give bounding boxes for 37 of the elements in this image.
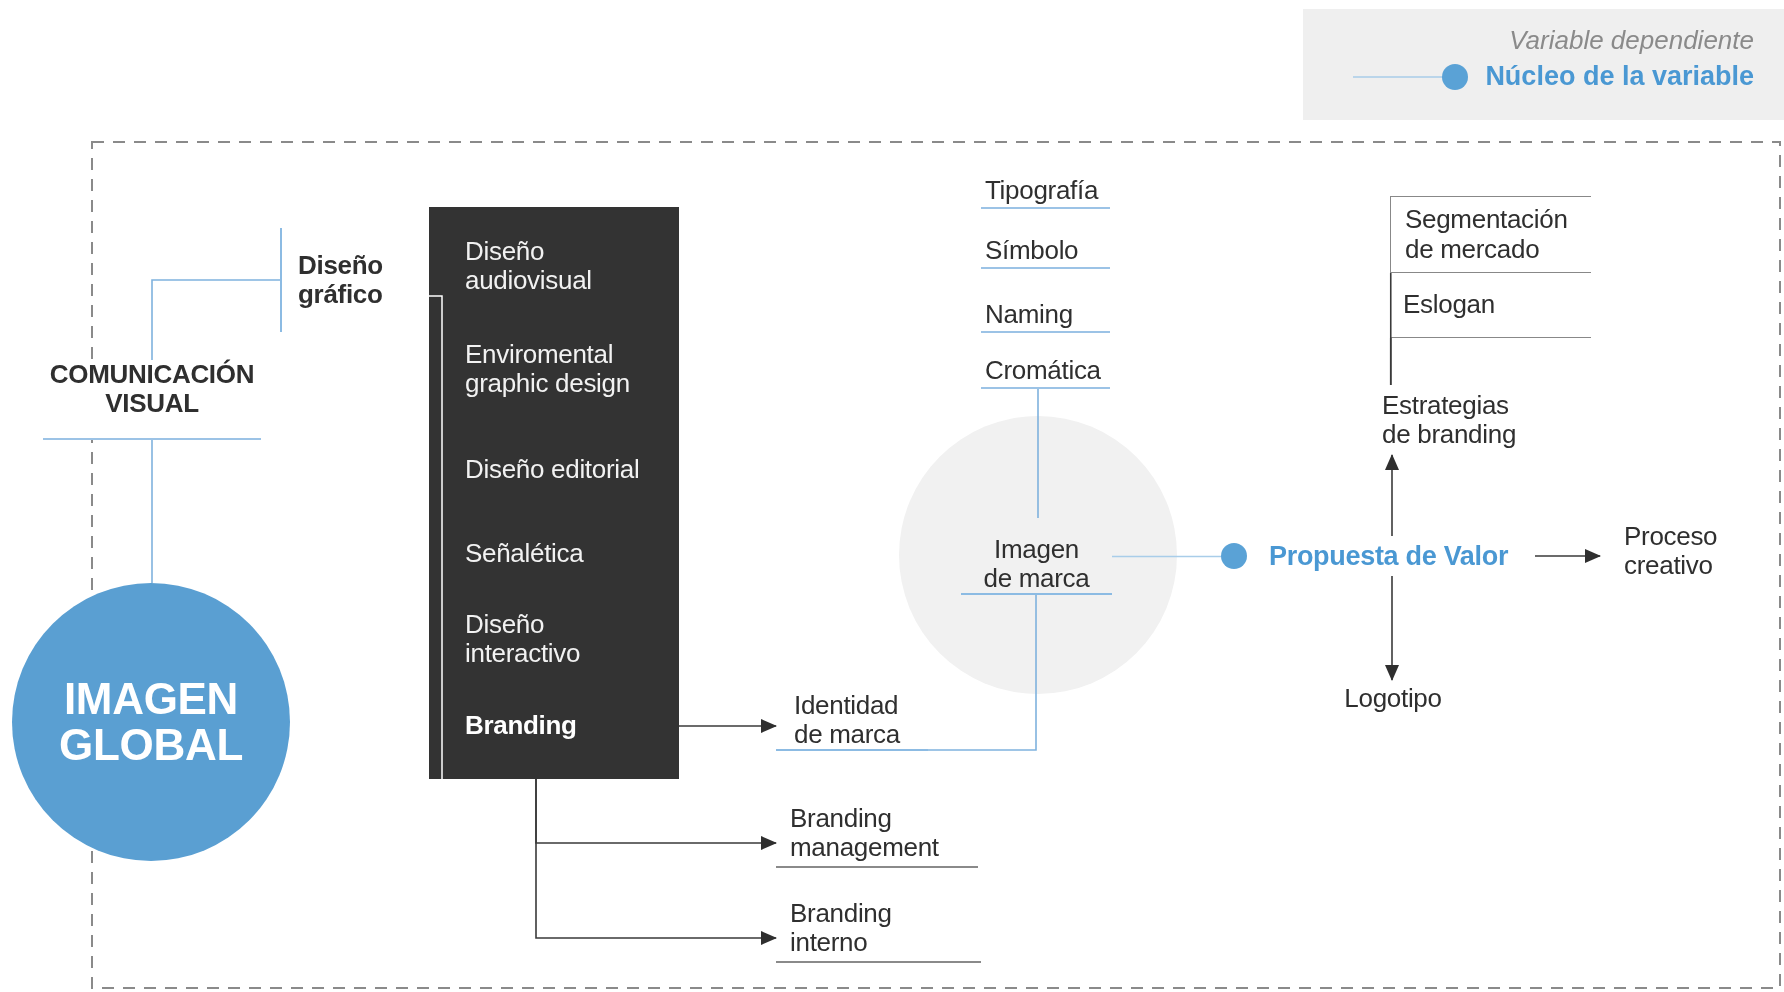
connector-line	[1389, 337, 1392, 386]
concept-label: Imagen de marca	[961, 518, 1112, 595]
attribute-label: Símbolo	[981, 229, 1110, 269]
arrow	[1385, 575, 1399, 681]
connector-line	[151, 439, 153, 584]
arrow	[1534, 549, 1601, 563]
concept-label: Identidad de marca	[776, 684, 928, 751]
legend-text: Núcleo de la variable	[1485, 61, 1754, 92]
arrow	[1385, 454, 1399, 537]
main-circle: IMAGEN GLOBAL	[12, 583, 290, 861]
list-item: Diseño editorial	[465, 435, 640, 505]
concept-label: Proceso creativo	[1600, 516, 1734, 586]
list-item: Señalética	[465, 535, 640, 573]
arrow	[678, 719, 777, 733]
attribute-label: Cromática	[981, 350, 1110, 389]
concept-label: Logotipo	[1337, 680, 1449, 718]
connector-line	[927, 594, 1037, 751]
table-row: Eslogan	[1390, 273, 1591, 338]
table-row: Segmentación de mercado	[1390, 196, 1591, 273]
attribute-label: Tipografía	[981, 168, 1110, 209]
category-panel	[429, 207, 679, 779]
heading-text: COMUNICACIÓN VISUAL	[43, 360, 261, 440]
category-label: Diseño gráfico	[280, 228, 405, 332]
label-text: Propuesta de Valor	[1269, 540, 1509, 572]
arrow	[535, 778, 777, 945]
connector-line	[151, 279, 281, 361]
list-item: Diseño audiovisual	[465, 231, 640, 301]
legend-title: Variable dependiente	[1509, 24, 1754, 57]
list-item: Enviromental graphic design	[465, 334, 645, 404]
connector-line	[1037, 388, 1039, 519]
concept-label: Branding management	[776, 796, 978, 868]
connector-line	[1111, 555, 1222, 558]
concept-label: Estrategias de branding	[1382, 385, 1532, 455]
attribute-label: Naming	[981, 290, 1110, 333]
concept-label: Branding interno	[776, 891, 981, 963]
list-item: Branding	[465, 707, 640, 745]
list-item: Diseño interactivo	[465, 604, 640, 674]
